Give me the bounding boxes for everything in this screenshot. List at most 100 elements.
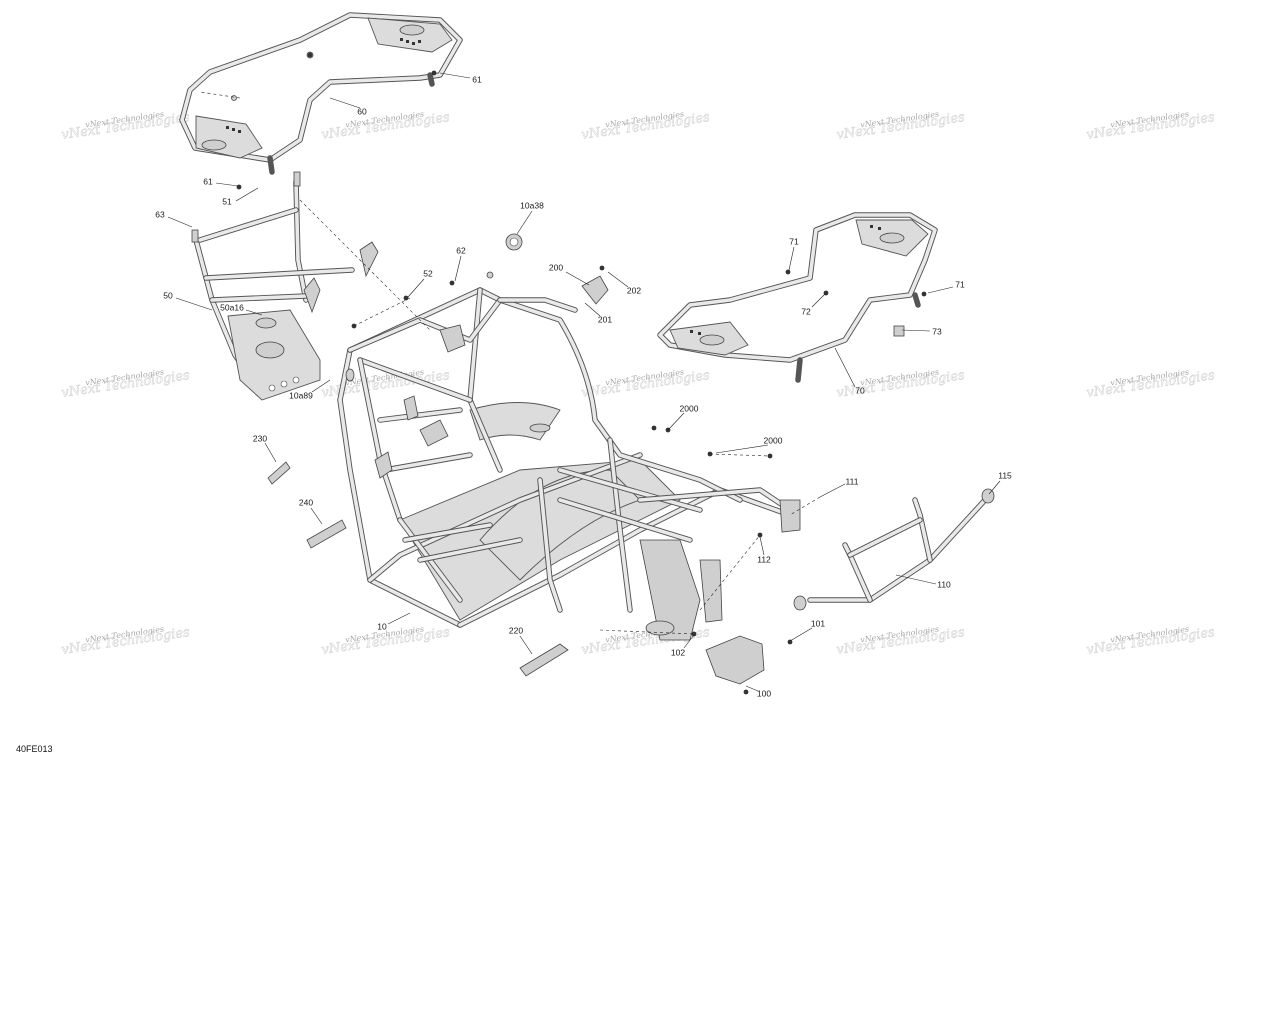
callout-72: 72 — [801, 292, 827, 316]
callout-200: 200 — [549, 262, 590, 286]
callout-label: 112 — [757, 554, 771, 564]
callout-10a38: 10a38 — [516, 200, 544, 235]
callout-2000: 2000 — [715, 435, 783, 454]
callout-61: 61 — [439, 72, 482, 84]
callout-label: 240 — [299, 497, 313, 507]
callout-label: 51 — [222, 196, 232, 206]
callout-71: 71 — [927, 279, 965, 294]
callout-label: 61 — [472, 74, 482, 84]
rear-support-50 — [191, 171, 379, 401]
callout-label: 73 — [932, 326, 942, 336]
front-bumper-110 — [793, 488, 995, 611]
callout-label: 110 — [937, 579, 951, 589]
callout-62: 62 — [454, 245, 466, 282]
loose-parts — [199, 52, 927, 695]
leader-line — [667, 412, 685, 431]
callout-label: 115 — [998, 470, 1012, 480]
callout-label: 63 — [155, 209, 165, 219]
callout-label: 60 — [357, 106, 367, 116]
callout-label: 100 — [757, 688, 771, 698]
callout-label: 72 — [801, 306, 811, 316]
callout-label: 220 — [509, 625, 523, 635]
callout-label: 70 — [855, 385, 865, 395]
leader-line — [834, 347, 856, 388]
leader-line — [387, 612, 411, 625]
callout-102: 102 — [671, 634, 695, 657]
callout-101: 101 — [789, 618, 825, 642]
callout-52: 52 — [407, 268, 433, 298]
callout-230: 230 — [253, 433, 277, 463]
callout-63: 63 — [155, 209, 193, 228]
leader-line — [264, 442, 277, 463]
main-frame-10 — [337, 271, 801, 641]
leader-line — [895, 574, 937, 585]
callout-70: 70 — [834, 347, 865, 395]
leader-line — [245, 309, 263, 316]
leader-line — [789, 627, 813, 642]
callout-label: 10a89 — [289, 390, 313, 400]
figure-code: 40FE013 — [16, 744, 53, 754]
leader-line — [215, 182, 239, 187]
callout-label: 10 — [377, 621, 387, 631]
callout-label: 71 — [789, 236, 799, 246]
callout-2000: 2000 — [667, 403, 699, 431]
callout-50: 50 — [163, 290, 213, 311]
leader-line — [454, 255, 462, 282]
callout-label: 50 — [163, 290, 173, 300]
leader-line — [565, 271, 590, 286]
callout-112: 112 — [757, 536, 771, 564]
callout-label: 2000 — [764, 435, 783, 445]
leader-line — [683, 634, 695, 649]
callout-73: 73 — [901, 326, 942, 336]
callout-100: 100 — [745, 685, 771, 698]
callout-label: 230 — [253, 433, 267, 443]
callout-label: 50a16 — [220, 302, 244, 312]
leader-line — [715, 444, 769, 454]
leader-line — [329, 97, 361, 109]
leader-line — [988, 480, 1001, 495]
callout-60: 60 — [329, 97, 367, 116]
leader-line — [439, 72, 471, 79]
leader-line — [584, 302, 601, 317]
leader-line — [607, 271, 629, 288]
callout-51: 51 — [222, 187, 259, 206]
leader-line — [175, 297, 213, 311]
callout-61: 61 — [203, 176, 239, 187]
callout-label: 2000 — [680, 403, 699, 413]
callout-201: 201 — [584, 302, 612, 324]
rear-rack-60 — [179, 12, 463, 175]
leader-line — [819, 483, 846, 498]
callout-240: 240 — [299, 497, 323, 525]
callout-label: 200 — [549, 262, 563, 272]
leader-line — [167, 216, 193, 228]
leader-line — [407, 278, 425, 298]
callout-111: 111 — [819, 476, 859, 498]
callout-label: 10a38 — [520, 200, 544, 210]
callout-10a89: 10a89 — [289, 379, 331, 400]
callout-label: 201 — [598, 314, 612, 324]
callout-71: 71 — [788, 236, 799, 271]
callout-115: 115 — [988, 470, 1012, 495]
callout-label: 62 — [456, 245, 466, 255]
callout-label: 101 — [811, 618, 825, 628]
callout-220: 220 — [509, 625, 533, 655]
callout-label: 102 — [671, 647, 685, 657]
callout-10: 10 — [377, 612, 411, 631]
callout-label: 71 — [955, 279, 965, 289]
front-rack-70 — [657, 212, 938, 383]
leader-line — [519, 635, 533, 655]
leader-line — [927, 286, 954, 294]
callout-50a16: 50a16 — [220, 302, 263, 316]
leader-line — [235, 187, 259, 202]
callout-label: 52 — [423, 268, 433, 278]
